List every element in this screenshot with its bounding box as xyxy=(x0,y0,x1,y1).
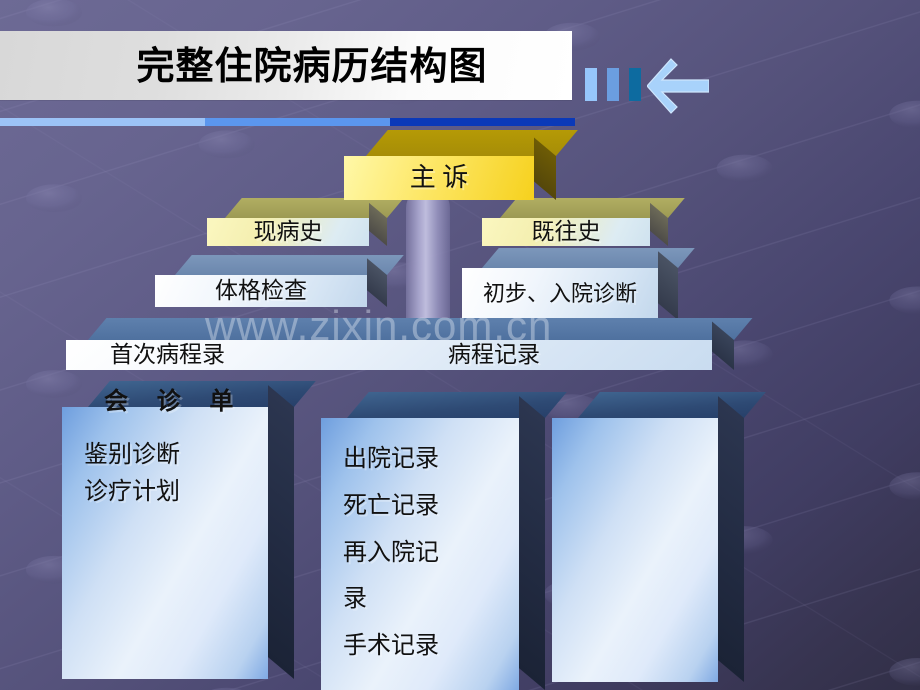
slab-label: 主 诉 xyxy=(409,163,469,193)
slab-physical-exam[interactable]: 体格检查 xyxy=(155,255,404,307)
box-line: 诊疗计划 xyxy=(84,479,180,506)
page-title: 完整住院病历结构图 xyxy=(136,43,488,88)
slide-title-bar: 完整住院病历结构图 xyxy=(0,31,572,100)
box-front-face xyxy=(552,418,718,682)
slab-front-face: 初步、入院诊断 xyxy=(462,268,658,320)
slab-label-course-record: 病程记录 xyxy=(448,341,540,367)
rule-segment-medium xyxy=(205,118,390,126)
box-line: 手术记录 xyxy=(343,633,439,660)
slab-label: 现病史 xyxy=(253,218,323,244)
box-consultation-form[interactable]: 鉴别诊断 诊疗计划 会 诊 单 xyxy=(62,381,316,679)
slab-label: 初步、入院诊断 xyxy=(482,281,637,307)
box-line: 录 xyxy=(343,586,367,613)
box-side-face xyxy=(268,385,294,679)
box-empty[interactable] xyxy=(552,392,766,682)
box-side-face xyxy=(519,396,545,690)
slab-course-records[interactable]: 首次病程录 病程记录 xyxy=(66,318,753,370)
box-side-face xyxy=(718,396,744,682)
box-line: 出院记录 xyxy=(343,446,439,472)
left-arrow-icon xyxy=(647,55,709,115)
slab-front-face: 体格检查 xyxy=(155,275,367,307)
rule-segment-light xyxy=(0,118,205,126)
slab-label: 体格检查 xyxy=(215,277,307,303)
slab-front-face: 既往史 xyxy=(482,218,650,246)
rule-segment-dark xyxy=(390,118,575,126)
accent-bar-medium-icon xyxy=(607,68,619,101)
center-pillar xyxy=(406,186,450,344)
slab-front-face: 首次病程录 病程记录 xyxy=(66,340,712,370)
box-line: 鉴别诊断 xyxy=(84,442,180,468)
slab-label: 既往史 xyxy=(531,218,601,244)
box-caption: 会 诊 单 xyxy=(104,387,238,415)
accent-bar-dark-icon xyxy=(629,68,641,101)
box-front-face: 鉴别诊断 诊疗计划 xyxy=(62,407,268,679)
box-line: 再入院记 xyxy=(343,539,439,566)
box-line: 死亡记录 xyxy=(343,492,439,519)
slab-past-history[interactable]: 既往史 xyxy=(482,198,685,246)
slab-front-face: 主 诉 xyxy=(344,156,534,200)
slab-front-face: 现病史 xyxy=(207,218,369,246)
title-underline-rule xyxy=(0,118,575,126)
box-discharge-records[interactable]: 出院记录 死亡记录 再入院记 录 手术记录 xyxy=(321,392,567,690)
slab-chief-complaint[interactable]: 主 诉 xyxy=(344,130,578,200)
slab-top-face xyxy=(88,318,753,340)
accent-bar-light-icon xyxy=(585,68,597,101)
slab-label-first-course-record: 首次病程录 xyxy=(110,341,225,367)
slab-present-illness-history[interactable]: 现病史 xyxy=(207,198,404,246)
box-front-face: 出院记录 死亡记录 再入院记 录 手术记录 xyxy=(321,418,519,690)
slab-initial-admission-diagnosis[interactable]: 初步、入院诊断 xyxy=(462,248,695,320)
